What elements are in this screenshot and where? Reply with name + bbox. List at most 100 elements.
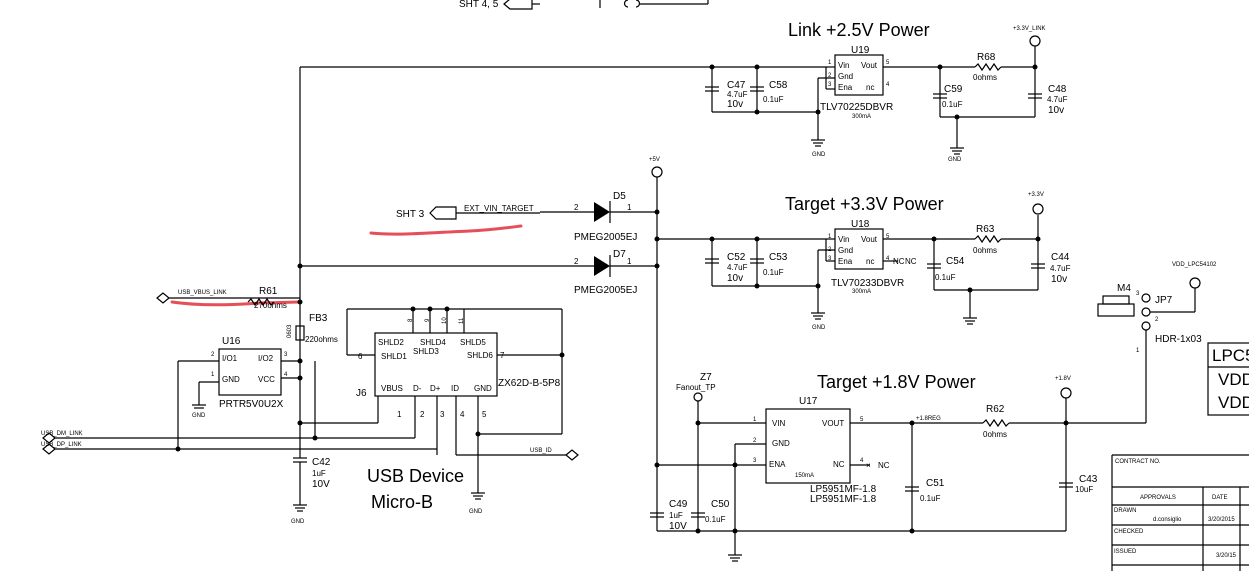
sheet-ref-sht45: SHT 4, 5 bbox=[459, 0, 499, 10]
svg-text:GND: GND bbox=[948, 157, 962, 163]
svg-text:C43: C43 bbox=[1079, 474, 1098, 485]
svg-text:SHLD1: SHLD1 bbox=[381, 352, 407, 361]
svg-text:LP5951MF-1.8: LP5951MF-1.8 bbox=[810, 484, 877, 495]
svg-text:C48: C48 bbox=[1048, 84, 1067, 95]
svg-text:VIN: VIN bbox=[772, 419, 786, 428]
svg-text:9: 9 bbox=[425, 318, 431, 322]
svg-text:3: 3 bbox=[828, 256, 832, 262]
svg-text:2: 2 bbox=[420, 410, 425, 419]
svg-text:4: 4 bbox=[886, 256, 890, 262]
red-highlight-vbus bbox=[170, 300, 302, 307]
svg-text:J6: J6 bbox=[356, 388, 367, 399]
svg-text:D5: D5 bbox=[613, 191, 626, 202]
svg-text:GND: GND bbox=[192, 413, 206, 419]
svg-text:Z7: Z7 bbox=[700, 372, 712, 383]
target33-labels: C52 4.7uF 10v C53 0.1uF C54 0.1uF C44 4.… bbox=[727, 192, 1071, 331]
svg-text:3: 3 bbox=[753, 458, 757, 464]
svg-text:R68: R68 bbox=[977, 52, 996, 63]
title-target-18: Target +1.8V Power bbox=[817, 372, 976, 392]
top-sheet-fragment: SHT 4, 5 bbox=[459, 0, 709, 10]
svg-text:R63: R63 bbox=[976, 224, 995, 235]
svg-text:d.consiglio: d.consiglio bbox=[1153, 517, 1182, 523]
svg-text:SHLD3: SHLD3 bbox=[413, 347, 439, 356]
svg-text:2: 2 bbox=[574, 203, 579, 212]
svg-text:C52: C52 bbox=[727, 252, 746, 263]
svg-text:C59: C59 bbox=[944, 84, 963, 95]
svg-text:×: × bbox=[866, 461, 871, 470]
svg-text:C54: C54 bbox=[946, 256, 965, 267]
svg-text:LP5951MF-1.8: LP5951MF-1.8 bbox=[810, 494, 877, 505]
svg-text:U16: U16 bbox=[222, 336, 241, 347]
svg-text:1: 1 bbox=[753, 417, 757, 423]
svg-text:Vout: Vout bbox=[861, 61, 878, 70]
svg-text:SHT 3: SHT 3 bbox=[396, 209, 425, 220]
svg-text:D+: D+ bbox=[430, 384, 441, 393]
ferrite-fb3: 0603 FB3 220ohms bbox=[287, 313, 338, 381]
svg-text:0ohms: 0ohms bbox=[983, 430, 1007, 439]
svg-text:10V: 10V bbox=[312, 479, 330, 490]
svg-text:0.1uF: 0.1uF bbox=[935, 273, 956, 282]
svg-text:1: 1 bbox=[211, 372, 215, 378]
svg-text:0.1uF: 0.1uF bbox=[705, 515, 726, 524]
title-block: CONTRACT NO. APPROVALS DATE DRAWN d.cons… bbox=[1111, 454, 1249, 571]
svg-text:U18: U18 bbox=[851, 219, 870, 230]
svg-text:U17: U17 bbox=[799, 396, 818, 407]
svg-text:1: 1 bbox=[397, 410, 402, 419]
u17-regulator: U17 VIN GND ENA VOUT NC 1 2 3 5 4 150mA … bbox=[753, 396, 877, 505]
svg-text:Ena: Ena bbox=[838, 83, 853, 92]
svg-text:5: 5 bbox=[482, 410, 487, 419]
svg-text:2: 2 bbox=[574, 257, 579, 266]
svg-text:10V: 10V bbox=[669, 521, 687, 532]
svg-text:FB3: FB3 bbox=[309, 313, 328, 324]
svg-text:C50: C50 bbox=[711, 499, 730, 510]
svg-text:10v: 10v bbox=[1051, 274, 1067, 285]
svg-text:ENA: ENA bbox=[769, 460, 786, 469]
svg-text:VCC: VCC bbox=[258, 375, 275, 384]
svg-text:2: 2 bbox=[828, 73, 832, 79]
title-target-33: Target +3.3V Power bbox=[785, 194, 944, 214]
svg-text:LPC5: LPC5 bbox=[1212, 346, 1249, 365]
svg-text:Vout: Vout bbox=[861, 235, 878, 244]
svg-text:10v: 10v bbox=[1048, 105, 1064, 116]
svg-text:4.7uF: 4.7uF bbox=[727, 263, 748, 272]
svg-text:GND: GND bbox=[291, 519, 305, 525]
svg-text:NC: NC bbox=[833, 460, 845, 469]
svg-text:4.7uF: 4.7uF bbox=[727, 90, 748, 99]
usb-vbus-net: USB_VBUS_LINK R61 270ohms bbox=[156, 286, 300, 310]
svg-text:Vin: Vin bbox=[838, 235, 849, 244]
red-highlight-ext-vin bbox=[369, 224, 523, 236]
svg-text:I/O1: I/O1 bbox=[222, 354, 238, 363]
svg-text:300mA: 300mA bbox=[852, 289, 871, 295]
svg-text:C51: C51 bbox=[926, 478, 945, 489]
svg-text:APPROVALS: APPROVALS bbox=[1140, 495, 1176, 501]
svg-text:GND: GND bbox=[469, 509, 483, 515]
svg-text:2: 2 bbox=[753, 438, 757, 444]
svg-text:0.1uF: 0.1uF bbox=[763, 268, 784, 277]
title-micro-b: Micro-B bbox=[371, 492, 433, 512]
jp7-header: M4 3 2 1 JP7 HDR-1x03 VDD_LPC54102 bbox=[1066, 262, 1217, 424]
svg-text:CONTRACT NO.: CONTRACT NO. bbox=[1115, 459, 1161, 465]
svg-text:GND: GND bbox=[812, 152, 826, 158]
svg-text:C53: C53 bbox=[769, 252, 788, 263]
svg-text:ID: ID bbox=[451, 384, 459, 393]
svg-text:4: 4 bbox=[460, 410, 465, 419]
svg-text:7: 7 bbox=[500, 351, 505, 360]
u18-regulator: U18 Vin Gnd Ena Vout nc 1 2 3 5 4 TLV702… bbox=[828, 219, 904, 295]
svg-text:D-: D- bbox=[413, 384, 422, 393]
svg-text:Gnd: Gnd bbox=[838, 246, 853, 255]
svg-text:10v: 10v bbox=[727, 273, 743, 284]
title-usb-device: USB Device bbox=[367, 466, 464, 486]
svg-text:1: 1 bbox=[1136, 348, 1140, 354]
svg-text:M4: M4 bbox=[1117, 283, 1131, 294]
ext-vin-net: SHT 3 EXT_VIN_TARGET bbox=[396, 204, 540, 220]
svg-text:GND: GND bbox=[222, 375, 240, 384]
svg-text:3: 3 bbox=[440, 410, 445, 419]
svg-text:HDR-1x03: HDR-1x03 bbox=[1155, 334, 1202, 345]
svg-text:4.7uF: 4.7uF bbox=[1047, 95, 1068, 104]
svg-text:1: 1 bbox=[627, 203, 632, 212]
svg-text:SHLD2: SHLD2 bbox=[378, 338, 404, 347]
title-link-power: Link +2.5V Power bbox=[788, 20, 930, 40]
u19-ref: U19 bbox=[851, 45, 870, 56]
svg-text:3/20/2015: 3/20/2015 bbox=[1208, 517, 1235, 523]
svg-text:Vin: Vin bbox=[838, 61, 849, 70]
